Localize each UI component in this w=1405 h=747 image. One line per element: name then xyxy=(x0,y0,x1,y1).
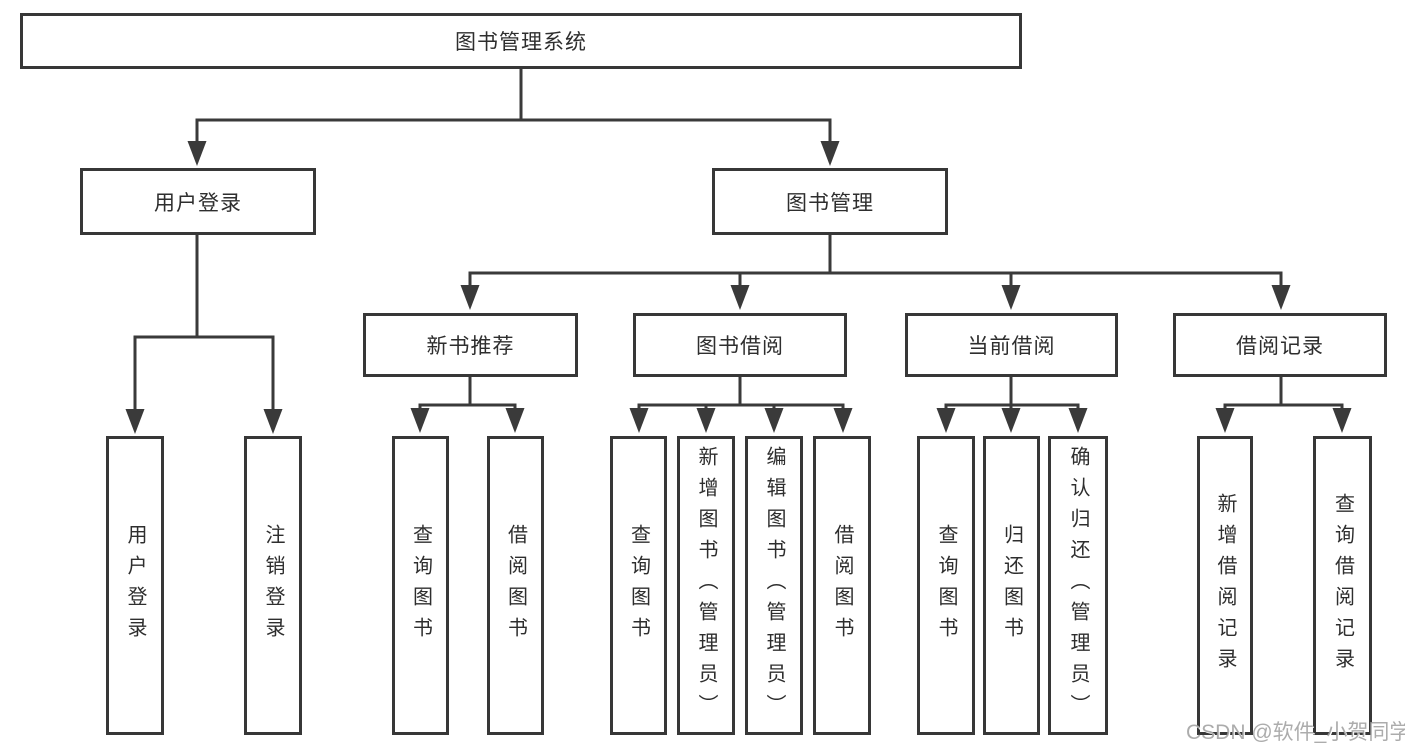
leaf-confirm-return-admin: 确认归还（管理员） xyxy=(1048,436,1108,735)
connector-record-to-leaves xyxy=(1223,377,1344,412)
node-label: 用户登录 xyxy=(154,191,242,215)
node-user-login-branch: 用户登录 xyxy=(80,168,316,235)
leaf-user-login: 用户登录 xyxy=(106,436,164,735)
leaf-query-borrow-record: 查询借阅记录 xyxy=(1313,436,1372,735)
node-label: 当前借阅 xyxy=(967,335,1056,358)
leaf-label: 新增图书（管理员） xyxy=(695,446,717,725)
node-book-management-branch: 图书管理 xyxy=(712,168,948,235)
connector-root-to-level2 xyxy=(195,69,832,146)
leaf-label: 新增借阅记录 xyxy=(1214,492,1236,679)
leaf-label: 查询图书 xyxy=(409,523,432,648)
arrowheads xyxy=(125,141,1352,434)
leaf-borrow-books-newrec: 借阅图书 xyxy=(487,436,544,735)
leaf-label: 注销登录 xyxy=(262,523,284,648)
node-system-root: 图书管理系统 xyxy=(20,13,1022,69)
leaf-label: 用户登录 xyxy=(124,523,146,648)
node-current-borrow: 当前借阅 xyxy=(905,313,1118,377)
connector-login-to-leaves xyxy=(133,235,275,413)
node-new-book-recommend: 新书推荐 xyxy=(363,313,578,377)
leaf-borrow-books: 借阅图书 xyxy=(813,436,871,735)
node-label: 图书管理系统 xyxy=(455,31,587,54)
leaf-label: 查询借阅记录 xyxy=(1331,492,1354,679)
leaf-label: 归还图书 xyxy=(1000,523,1023,648)
leaf-query-books-current: 查询图书 xyxy=(917,436,975,735)
leaf-query-books-newrec: 查询图书 xyxy=(392,436,449,735)
leaf-return-books: 归还图书 xyxy=(983,436,1040,735)
leaf-label: 确认归还（管理员） xyxy=(1067,446,1089,725)
node-label: 图书借阅 xyxy=(696,335,784,358)
node-label: 借阅记录 xyxy=(1236,335,1324,358)
connector-mgmt-to-level3 xyxy=(468,235,1283,289)
connector-newrec-to-leaves xyxy=(418,377,517,412)
leaf-label: 查询图书 xyxy=(627,523,650,648)
leaf-logout: 注销登录 xyxy=(244,436,302,735)
connector-borrow-to-leaves xyxy=(637,377,845,412)
leaf-edit-books-admin: 编辑图书（管理员） xyxy=(745,436,803,735)
node-label: 新书推荐 xyxy=(426,335,515,358)
leaf-label: 借阅图书 xyxy=(504,523,527,648)
leaf-label: 查询图书 xyxy=(935,523,957,648)
leaf-label: 编辑图书（管理员） xyxy=(763,446,785,725)
leaf-add-borrow-record: 新增借阅记录 xyxy=(1197,436,1253,735)
csdn-watermark: CSDN @软件_小贺同学 xyxy=(1186,721,1405,744)
leaf-label: 借阅图书 xyxy=(831,523,853,648)
node-borrow-records: 借阅记录 xyxy=(1173,313,1387,377)
connector-current-to-leaves xyxy=(944,377,1080,412)
node-book-borrow: 图书借阅 xyxy=(633,313,847,377)
leaf-query-books-borrow: 查询图书 xyxy=(610,436,667,735)
leaf-add-books-admin: 新增图书（管理员） xyxy=(677,436,735,735)
node-label: 图书管理 xyxy=(786,191,874,215)
